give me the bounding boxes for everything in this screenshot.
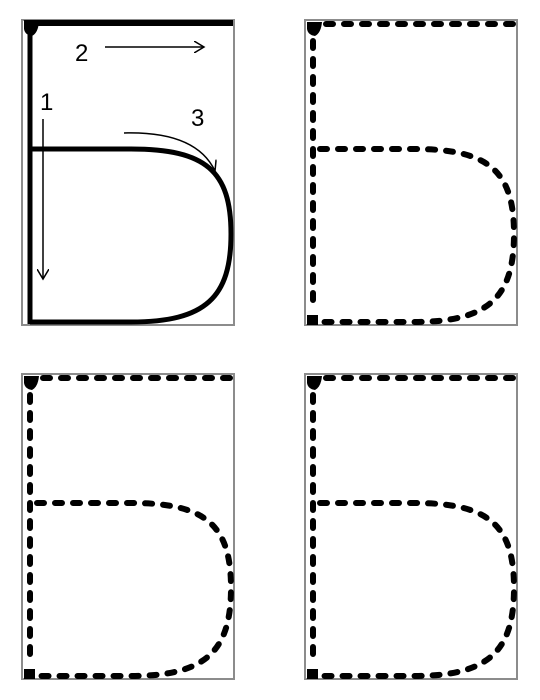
tracing-panel <box>304 19 518 326</box>
arrow-stroke-3 <box>123 132 215 171</box>
guide-letter-b <box>24 20 234 325</box>
dotted-bowl-curve <box>317 500 518 679</box>
tracing-panel <box>304 373 518 680</box>
dotted-letter-b <box>307 375 518 679</box>
end-dot <box>24 669 35 679</box>
tracing-panel <box>21 373 235 680</box>
end-dot <box>307 315 318 325</box>
bowl-curve <box>30 146 234 325</box>
stroke-number-2: 2 <box>75 40 89 67</box>
guide-panel: 1 2 3 <box>21 19 235 326</box>
start-dot <box>307 376 322 390</box>
stroke-number-1: 1 <box>40 89 54 116</box>
stroke-number-3: 3 <box>191 105 205 132</box>
dotted-bowl-curve <box>317 146 518 325</box>
end-dot <box>307 669 318 679</box>
dotted-letter-b <box>307 21 518 325</box>
dotted-letter-b <box>24 375 235 679</box>
start-dot <box>24 376 39 390</box>
start-dot <box>307 22 322 36</box>
dotted-bowl-curve <box>34 500 235 679</box>
